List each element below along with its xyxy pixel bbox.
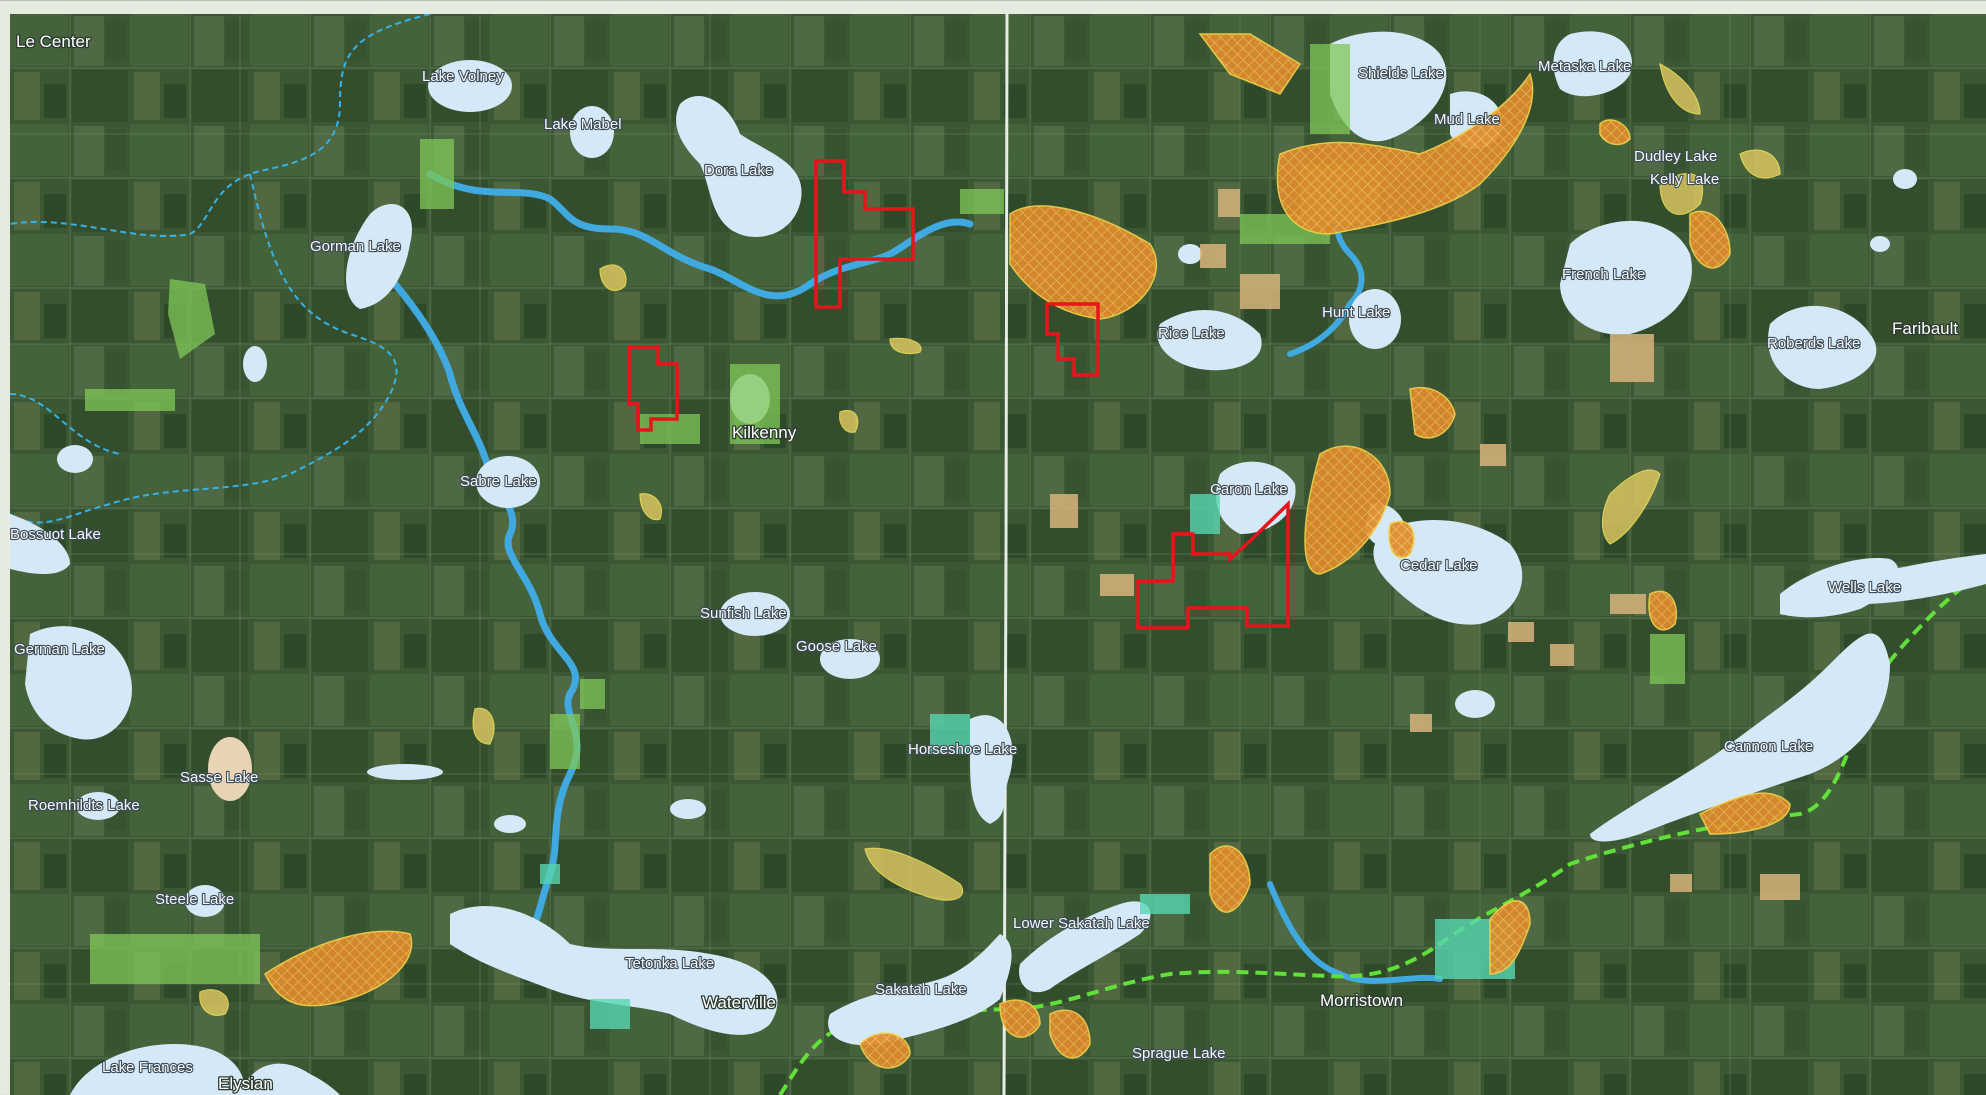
label-sasse-lake: Sasse Lake	[180, 769, 258, 786]
lake-shields	[1330, 31, 1447, 142]
watershed-boundary	[10, 14, 431, 524]
label-roberds-lake: Roberds Lake	[1767, 335, 1860, 352]
lake-cannon-east	[1850, 554, 1986, 604]
map-labels: Le Center Lake Volney Lake Mabel Dora La…	[10, 31, 1960, 1095]
lakes	[10, 31, 1986, 1095]
label-cannon-lake: Cannon Lake	[1724, 738, 1813, 755]
green-parcels	[85, 44, 1685, 984]
label-lake-mabel: Lake Mabel	[544, 116, 622, 133]
lake-roemhildts	[76, 792, 120, 820]
label-tetonka-lake: Tetonka Lake	[625, 955, 714, 972]
label-kelly-lake: Kelly Lake	[1650, 171, 1719, 188]
label-sunfish-lake: Sunfish Lake	[700, 605, 787, 622]
label-caron-lake: Caron Lake	[1210, 481, 1288, 498]
label-elysian: Elysian	[218, 1074, 273, 1093]
lake-frances	[70, 1044, 244, 1095]
lake-small-e2	[1870, 236, 1890, 252]
lake-lower-sakatah	[1019, 901, 1151, 993]
lake-german	[25, 626, 132, 740]
lake-rice	[1157, 310, 1262, 371]
lake-volney	[428, 60, 512, 112]
selected-parcel-dora[interactable]	[814, 159, 915, 309]
lake-hunt	[1349, 289, 1401, 349]
lake-small-c2	[367, 764, 443, 780]
lake-small-w1	[57, 445, 93, 473]
lake-horseshoe	[970, 715, 1013, 824]
lake-small-c3	[494, 815, 526, 833]
lake-french	[1560, 220, 1692, 335]
label-waterville: Waterville	[702, 993, 776, 1012]
lake-sakatah	[828, 934, 1012, 1046]
yellow-parcels	[199, 62, 1781, 1016]
map-canvas[interactable]: Le Center Lake Volney Lake Mabel Dora La…	[10, 14, 1986, 1095]
selected-parcel-rice[interactable]	[1045, 302, 1100, 377]
tan-parcels	[1050, 189, 1800, 900]
label-german-lake: German Lake	[14, 641, 105, 658]
label-lower-sakatah-lake: Lower Sakatah Lake	[1013, 915, 1150, 932]
label-gorman-lake: Gorman Lake	[310, 238, 401, 255]
lake-cannon	[1590, 633, 1890, 842]
label-shields-lake: Shields Lake	[1358, 65, 1444, 82]
label-mud-lake: Mud Lake	[1434, 111, 1500, 128]
selected-parcel-kilkenny[interactable]	[627, 345, 679, 432]
lake-sabre	[476, 456, 540, 508]
label-sprague-lake: Sprague Lake	[1132, 1045, 1225, 1062]
label-rice-lake: Rice Lake	[1158, 325, 1225, 342]
label-goose-lake: Goose Lake	[796, 638, 877, 655]
lake-metaska	[1553, 31, 1632, 97]
label-le-center: Le Center	[16, 32, 91, 51]
lake-gorman	[346, 204, 412, 309]
selected-parcel-caron[interactable]	[1136, 499, 1290, 630]
label-morristown: Morristown	[1320, 991, 1403, 1010]
lake-steele	[185, 885, 225, 917]
label-french-lake: French Lake	[1562, 266, 1645, 283]
lake-small-c1	[670, 799, 706, 819]
lake-roberds	[1768, 305, 1877, 389]
lake-dora	[676, 95, 802, 237]
label-lake-volney: Lake Volney	[422, 68, 504, 85]
county-boundary-line	[1002, 14, 1009, 1095]
label-horseshoe-lake: Horseshoe Lake	[908, 741, 1017, 758]
lake-tetonka	[450, 905, 778, 1035]
wetland-parcels	[264, 33, 1791, 1069]
lake-elysian	[240, 1063, 340, 1095]
lake-goose	[820, 639, 880, 679]
lake-mabel	[570, 106, 614, 158]
lake-small-e3	[1455, 690, 1495, 718]
section-lines	[10, 14, 1986, 1095]
lake-bossuot	[10, 514, 70, 574]
label-wells-lake: Wells Lake	[1828, 579, 1901, 596]
lake-small-e1	[1893, 169, 1917, 189]
label-sakatah-lake: Sakatah Lake	[875, 981, 967, 998]
label-bossuot-lake: Bossuot Lake	[10, 526, 101, 543]
label-metaska-lake: Metaska Lake	[1538, 58, 1631, 75]
lake-sasse	[208, 737, 252, 801]
lake-sunfish	[720, 592, 790, 636]
label-kilkenny: Kilkenny	[732, 423, 797, 442]
label-hunt-lake: Hunt Lake	[1322, 304, 1390, 321]
lake-small-w2	[243, 346, 267, 382]
lake-small-e4	[1178, 244, 1202, 264]
label-sabre-lake: Sabre Lake	[460, 473, 537, 490]
label-faribault: Faribault	[1892, 319, 1958, 338]
label-dudley-lake: Dudley Lake	[1634, 148, 1717, 165]
label-dora-lake: Dora Lake	[704, 162, 773, 179]
label-roemhildts-lake: Roemhildts Lake	[28, 797, 140, 814]
river-west	[391, 170, 974, 938]
label-cedar-lake: Cedar Lake	[1400, 557, 1478, 574]
label-steele-lake: Steele Lake	[155, 891, 234, 908]
label-lake-frances: Lake Frances	[102, 1059, 193, 1076]
selected-parcels[interactable]	[627, 159, 1290, 630]
